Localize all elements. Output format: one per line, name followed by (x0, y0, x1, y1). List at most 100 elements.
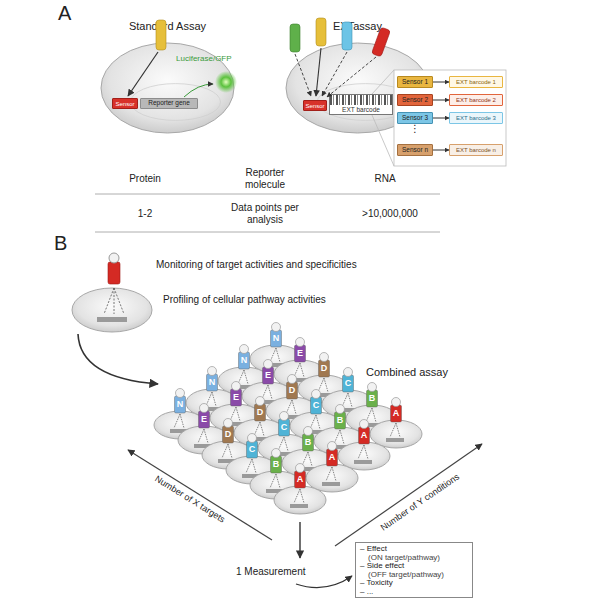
compound-head (264, 360, 273, 369)
compound-tube (207, 374, 218, 391)
compound-letter: A (327, 451, 338, 463)
compound-letter: E (295, 347, 306, 359)
compound-tube (271, 456, 282, 473)
pathway-arrow (246, 459, 252, 473)
panel-letter: A (58, 2, 88, 25)
pathway-arrow (390, 423, 396, 437)
compound-tube (279, 419, 290, 436)
compound-tube (303, 434, 314, 451)
result-item: – Toxicity (360, 579, 468, 588)
compound-letter: A (391, 407, 402, 419)
compound-tube (335, 412, 346, 429)
pathway-arrow (268, 385, 272, 399)
pathway-arrow (284, 437, 288, 451)
box-label: EXT barcode 1 (456, 79, 496, 85)
pathway-arrow (326, 467, 332, 481)
pathway-arrow (244, 370, 248, 384)
compound-head (360, 420, 369, 429)
box-label: Sensor (305, 103, 324, 109)
compound-tube (108, 262, 120, 284)
sensor-box: Sensor (112, 98, 138, 109)
table-cell: RNA (345, 173, 425, 185)
pathway-arrow (340, 430, 344, 444)
pathway-arrow (294, 489, 300, 503)
pathway-arrow (292, 400, 296, 414)
pathway-arrow (302, 452, 308, 466)
pathway-arrow (238, 370, 244, 384)
pathway-arrow (252, 459, 256, 473)
pathway-arrow (286, 400, 292, 414)
connector-arrow (433, 150, 449, 151)
box-label: Sensor 3 (402, 115, 428, 122)
box-label: EXT barcode 3 (456, 115, 496, 121)
compound-letter: N (207, 376, 218, 388)
table-cell: Protein (105, 173, 185, 185)
compound-tube (231, 389, 242, 406)
gene-construct (322, 482, 340, 486)
assay-cell: A (366, 394, 426, 450)
compound-tube (239, 352, 250, 369)
compound-tube (367, 390, 378, 407)
compound-head (280, 412, 289, 421)
compound-head (256, 397, 265, 406)
cell-art (302, 438, 362, 494)
pathway-arrow (114, 288, 124, 314)
pathway-arrow (276, 474, 280, 488)
barcode-box: EXT barcode n (449, 144, 503, 156)
annotation: 1 Measurement (236, 566, 326, 578)
compound-head (200, 404, 209, 413)
box-label: EXT barcode (330, 105, 392, 114)
box-label: EXT barcode 2 (456, 97, 496, 103)
table-cell: >10,000,000 (340, 208, 440, 220)
compound-tube (290, 24, 300, 52)
compound-tube (359, 427, 370, 444)
signal-label: Luciferase/GFP (176, 54, 256, 63)
panel-letter: B (54, 232, 84, 255)
compound-tube (156, 20, 166, 50)
compound-tube (316, 18, 326, 46)
compound-tube (319, 360, 330, 377)
box-label: EXT barcode n (456, 147, 496, 153)
pathway-arrow (260, 422, 264, 436)
pathway-arrow (318, 378, 324, 392)
compound-head (296, 464, 305, 473)
pathway-arrow (372, 408, 376, 422)
compound-letter: C (311, 399, 322, 411)
result-box: – Effect(ON target/pathway)– Side effect… (355, 542, 473, 598)
compound-letter: E (231, 391, 242, 403)
pathway-arrow (308, 452, 312, 466)
table-rule (95, 232, 440, 233)
axis-label: Number of Y conditions (368, 464, 473, 540)
compound-tube (255, 404, 266, 421)
pathway-arrow (198, 429, 204, 443)
panel-heading: EXTassay (285, 20, 430, 32)
assay-cell: A (334, 416, 394, 472)
compound-letter: B (271, 458, 282, 470)
cell-ellipse (274, 486, 326, 514)
compound-head (296, 338, 305, 347)
compound-head (224, 419, 233, 428)
pathway-arrow (262, 385, 268, 399)
compound-head (240, 345, 249, 354)
pathway-arrow (278, 437, 284, 451)
box-label: Sensor 1 (402, 79, 428, 86)
table-rule (95, 194, 440, 195)
compound-tube (391, 405, 402, 422)
pathway-arrow (334, 430, 340, 444)
flow-arrow (296, 576, 352, 588)
barcode-box: EXT barcode 1 (449, 76, 503, 88)
compound-head (344, 368, 353, 377)
compound-tube (175, 396, 186, 413)
assay-cell: A (302, 438, 362, 494)
pathway-arrow (270, 348, 276, 362)
flow-arrow (78, 334, 158, 384)
compound-tube (295, 471, 306, 488)
compound-tube (271, 330, 282, 347)
compound-letter: D (287, 384, 298, 396)
compound-letter: D (255, 406, 266, 418)
cell-art (270, 460, 330, 516)
pathway-arrow (228, 444, 232, 458)
compound-letter: B (303, 436, 314, 448)
pathway-arrow (300, 363, 304, 377)
compound-head (272, 323, 281, 332)
